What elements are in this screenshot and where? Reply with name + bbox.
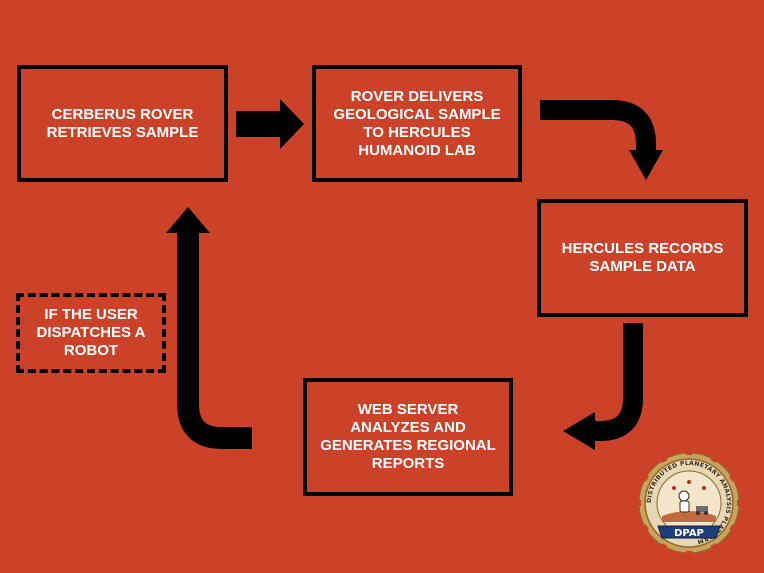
condition-user-dispatches-robot: IF THE USER DISPATCHES A ROBOT xyxy=(16,293,166,373)
node-label: WEB SERVER ANALYZES AND GENERATES REGION… xyxy=(320,401,496,472)
arrow-analyze-to-retrieve xyxy=(177,232,252,449)
dpap-logo-seal: DISTRIBUTED PLANETARY ANALYSIS PLATFORM … xyxy=(636,450,742,556)
node-hercules-records-data: HERCULES RECORDS SAMPLE DATA xyxy=(537,199,748,317)
node-web-server-analyzes: WEB SERVER ANALYZES AND GENERATES REGION… xyxy=(303,378,513,496)
arrow-record-to-analyze xyxy=(595,323,643,441)
logo-banner-text: DPAP xyxy=(674,528,704,539)
arrow-retrieve-to-deliver xyxy=(236,99,304,149)
node-cerberus-rover-retrieves-sample: CERBERUS ROVER RETRIEVES SAMPLE xyxy=(17,65,228,182)
node-label: ROVER DELIVERS GEOLOGICAL SAMPLE TO HERC… xyxy=(333,87,501,159)
arrow-deliver-to-record xyxy=(540,100,656,150)
condition-label: IF THE USER DISPATCHES A ROBOT xyxy=(36,306,146,359)
node-label: HERCULES RECORDS SAMPLE DATA xyxy=(561,240,724,275)
node-rover-delivers-sample: ROVER DELIVERS GEOLOGICAL SAMPLE TO HERC… xyxy=(312,65,522,182)
node-label: CERBERUS ROVER RETRIEVES SAMPLE xyxy=(46,105,199,141)
